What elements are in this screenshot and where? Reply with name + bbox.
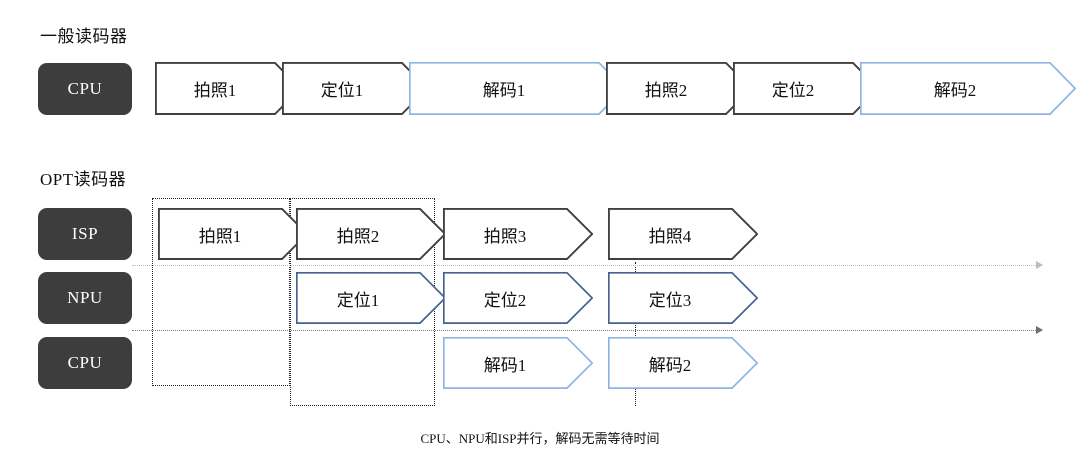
timeline-npu <box>132 326 1043 334</box>
process-block-拍照1[interactable]: 拍照1 <box>155 62 301 115</box>
timeline-npu-line <box>132 330 1042 331</box>
chevron-icon <box>733 62 879 115</box>
chevron-icon <box>860 62 1076 115</box>
timeline-npu-arrowhead <box>1036 326 1043 334</box>
unit-label-isp: ISP <box>38 208 132 260</box>
chevron-icon <box>296 272 446 324</box>
process-block-定位2[interactable]: 定位2 <box>733 62 879 115</box>
chevron-icon <box>608 272 758 324</box>
timeline-isp-line <box>132 265 1042 266</box>
chevron-icon <box>282 62 428 115</box>
process-block-解码2[interactable]: 解码2 <box>608 337 758 389</box>
process-block-拍照1[interactable]: 拍照1 <box>158 208 308 260</box>
timeline-isp <box>132 261 1043 269</box>
unit-label-cpu-opt: CPU <box>38 337 132 389</box>
section-title-opt-reader: OPT读码器 <box>40 170 127 189</box>
process-block-拍照2[interactable]: 拍照2 <box>296 208 446 260</box>
chevron-icon <box>158 208 308 260</box>
process-block-拍照3[interactable]: 拍照3 <box>443 208 593 260</box>
process-block-解码2[interactable]: 解码2 <box>860 62 1076 115</box>
chevron-icon <box>608 208 758 260</box>
timing-window-1 <box>152 198 290 386</box>
chevron-icon <box>608 337 758 389</box>
unit-label-npu: NPU <box>38 272 132 324</box>
chevron-icon <box>606 62 752 115</box>
unit-label-cpu-normal: CPU <box>38 63 132 115</box>
timeline-isp-arrowhead <box>1036 261 1043 269</box>
process-block-拍照2[interactable]: 拍照2 <box>606 62 752 115</box>
process-block-定位2[interactable]: 定位2 <box>443 272 593 324</box>
diagram-caption: CPU、NPU和ISP并行，解码无需等待时间 <box>420 431 660 446</box>
chevron-icon <box>155 62 301 115</box>
chevron-icon <box>409 62 625 115</box>
chevron-icon <box>443 208 593 260</box>
process-block-定位1[interactable]: 定位1 <box>296 272 446 324</box>
chevron-icon <box>443 272 593 324</box>
process-block-解码1[interactable]: 解码1 <box>409 62 625 115</box>
chevron-icon <box>443 337 593 389</box>
process-block-定位1[interactable]: 定位1 <box>282 62 428 115</box>
chevron-icon <box>296 208 446 260</box>
section-title-normal-reader: 一般读码器 <box>40 27 128 46</box>
timing-divider-4 <box>635 262 636 406</box>
process-block-拍照4[interactable]: 拍照4 <box>608 208 758 260</box>
process-block-解码1[interactable]: 解码1 <box>443 337 593 389</box>
process-block-定位3[interactable]: 定位3 <box>608 272 758 324</box>
